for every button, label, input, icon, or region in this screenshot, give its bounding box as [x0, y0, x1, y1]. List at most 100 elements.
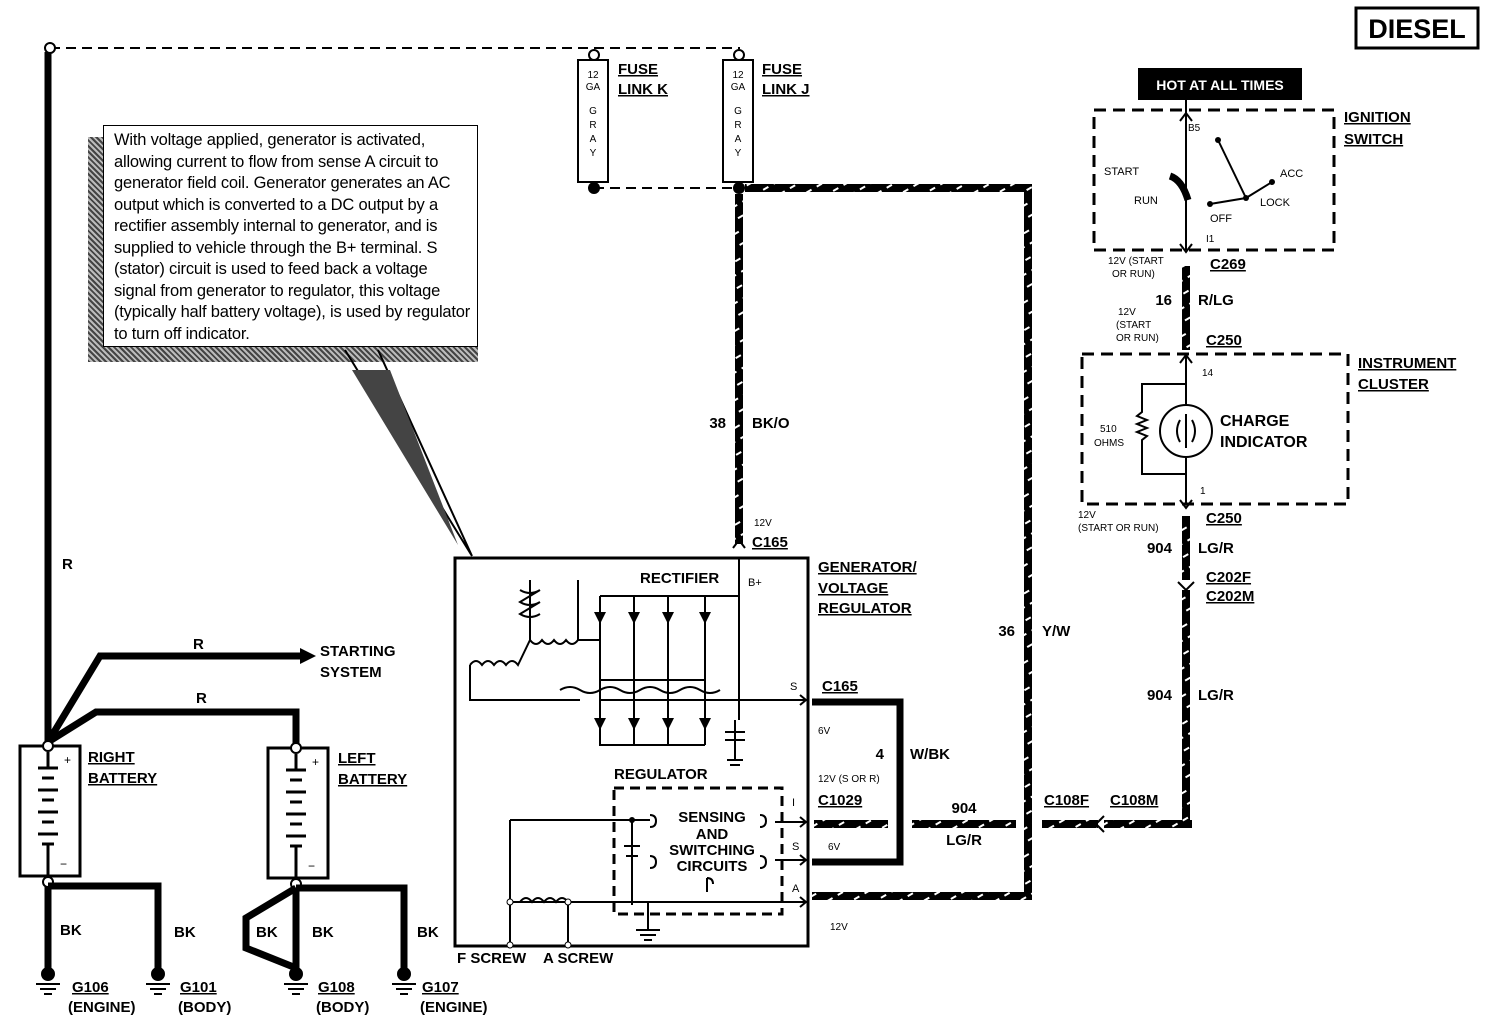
left-battery-title-2: BATTERY — [338, 771, 407, 788]
a-screw-label: A SCREW — [543, 950, 614, 967]
wire-36-number: 36 — [998, 623, 1015, 640]
c165-top-arrow — [732, 538, 746, 549]
right-battery-plus: + — [64, 753, 71, 767]
wire-904-c108-left — [1042, 820, 1098, 828]
voltage-c269-b: OR RUN) — [1112, 269, 1155, 280]
svg-text:R: R — [734, 120, 741, 131]
connector-c202m: C202M — [1206, 588, 1254, 605]
ignition-acc: ACC — [1280, 168, 1303, 180]
voltage-c269-a: 12V (START — [1108, 256, 1164, 267]
splice-top-left — [44, 42, 56, 54]
connector-c165-top: C165 — [752, 534, 788, 551]
cluster-pin-1: 1 — [1200, 486, 1206, 497]
wire-16-number: 16 — [1155, 292, 1172, 309]
svg-text:12: 12 — [732, 70, 744, 81]
wire-36-color: Y/W — [1042, 623, 1071, 640]
ground-g107: G107 — [422, 979, 459, 996]
connector-c108f: C108F — [1044, 792, 1089, 809]
fuse-link-k — [577, 59, 609, 183]
ground-g108: G108 — [318, 979, 355, 996]
wire-38-number: 38 — [709, 415, 726, 432]
connector-c250-upper: C250 — [1206, 332, 1242, 349]
right-battery-minus: − — [60, 857, 67, 871]
ignition-title-1: IGNITION — [1344, 109, 1411, 126]
ignition-start: START — [1104, 166, 1139, 178]
charge-indicator-1: CHARGE — [1220, 413, 1290, 430]
wire-904-stub-left — [814, 820, 888, 828]
ground-symbols — [36, 967, 416, 995]
wire-36-vertical — [1024, 184, 1032, 900]
left-battery-title-1: LEFT — [338, 750, 376, 767]
f-screw-label: F SCREW — [457, 950, 527, 967]
pin-a-label: A — [792, 883, 800, 895]
connector-c269: C269 — [1210, 256, 1246, 273]
ground-g108-location: (BODY) — [316, 999, 369, 1016]
sensing-label-2: AND — [696, 826, 729, 843]
sensing-label-3: SWITCHING — [669, 842, 755, 859]
wire-904-mid — [912, 820, 1016, 828]
svg-text:Y: Y — [590, 148, 597, 159]
sensing-label-1: SENSING — [678, 809, 746, 826]
voltage-12v-a: 12V — [830, 922, 848, 933]
ignition-lock: LOCK — [1260, 197, 1291, 209]
generator-title-1: GENERATOR/ — [818, 559, 917, 576]
voltage-12v-c250-lower-1: 12V — [1078, 510, 1096, 521]
wire-904-upper — [1182, 516, 1190, 580]
ignition-i1: I1 — [1206, 234, 1215, 245]
fuse-j-title-1: FUSE — [762, 61, 802, 78]
ignition-b5: B5 — [1188, 123, 1201, 134]
sensing-label-4: CIRCUITS — [677, 858, 748, 875]
rectifier-diodes — [594, 612, 711, 730]
connector-c165-s: C165 — [822, 678, 858, 695]
ground-g106: G106 — [72, 979, 109, 996]
svg-text:A: A — [590, 134, 597, 145]
ground-g101: G101 — [180, 979, 217, 996]
ignition-off: OFF — [1210, 213, 1232, 225]
left-battery-minus: − — [308, 859, 315, 873]
resistor-value: 510 — [1100, 424, 1117, 435]
voltage-c250-c: OR RUN) — [1116, 333, 1159, 344]
wire-bk-label-5: BK — [417, 924, 439, 941]
wire-4-color: W/BK — [910, 746, 950, 763]
wire-36-bottom — [812, 892, 1032, 900]
fuse-k-body-text: 12 GA G R A Y — [586, 70, 601, 159]
wire-904-color-mid: LG/R — [946, 832, 982, 849]
wire-r-label-3: R — [196, 690, 207, 707]
wire-r-left-battery — [46, 708, 300, 745]
instrument-cluster-box — [1080, 352, 1350, 506]
wire-bk-label-1: BK — [60, 922, 82, 939]
starting-system-2: SYSTEM — [320, 664, 382, 681]
starting-system-1: STARTING — [320, 643, 396, 660]
wire-bk-label-3: BK — [256, 924, 278, 941]
voltage-c250-b: (START — [1116, 320, 1151, 331]
cluster-title-2: CLUSTER — [1358, 376, 1429, 393]
wire-36-top — [745, 184, 1032, 192]
ground-g101-location: (BODY) — [178, 999, 231, 1016]
generator-title-2: VOLTAGE — [818, 580, 888, 597]
wire-38-bk-o — [735, 194, 743, 544]
ignition-switch-box — [1092, 108, 1336, 252]
voltage-6v-s: 6V — [818, 726, 831, 737]
fuse-k-top-terminal — [588, 49, 600, 61]
voltage-12v-s-or-r: 12V (S OR R) — [818, 774, 880, 785]
svg-text:Y: Y — [735, 148, 742, 159]
cluster-pin-14: 14 — [1202, 368, 1214, 379]
fuse-j-body-text: 12 GA G R A Y — [731, 70, 746, 159]
ground-g106-location: (ENGINE) — [68, 999, 136, 1016]
ignition-start-run-contact — [1168, 172, 1192, 202]
wire-4-w-bk — [812, 698, 904, 866]
connector-c108m: C108M — [1110, 792, 1158, 809]
regulator-circuit — [509, 814, 808, 945]
wire-904-c108-right — [1104, 820, 1192, 828]
wire-r-starting — [45, 652, 300, 744]
fuse-j-title-2: LINK J — [762, 81, 810, 98]
left-battery-cells — [286, 754, 306, 878]
wire-904-lower — [1182, 590, 1190, 828]
rectifier-circuit — [469, 580, 800, 766]
wire-bk-label-4: BK — [312, 924, 334, 941]
wire-r-label-1: R — [62, 556, 73, 573]
left-battery-plus: + — [312, 755, 319, 769]
regulator-box — [612, 786, 784, 916]
bplus-label: B+ — [748, 577, 762, 589]
fuse-link-j — [722, 59, 754, 183]
